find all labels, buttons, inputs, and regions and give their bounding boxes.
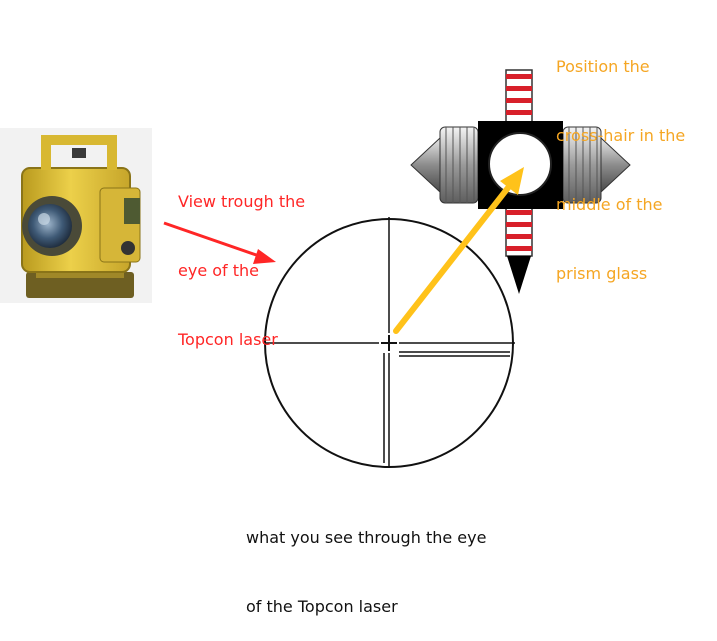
- caption-line: what you see through the eye: [246, 526, 486, 549]
- view-label-line: View trough the: [178, 190, 305, 213]
- caption-line: of the Topcon laser: [246, 595, 486, 618]
- total-station-icon: [0, 128, 152, 303]
- position-label-line: cross-hair in the: [556, 124, 685, 147]
- position-crosshair-label: Position the cross-hair in the middle of…: [556, 9, 685, 308]
- view-label-line: eye of the: [178, 259, 305, 282]
- position-label-line: Position the: [556, 55, 685, 78]
- position-label-line: prism glass: [556, 262, 685, 285]
- position-label-line: middle of the: [556, 193, 685, 216]
- view-through-eye-label: View trough the eye of the Topcon laser: [178, 144, 305, 374]
- view-label-line: Topcon laser: [178, 328, 305, 351]
- reticle-caption: what you see through the eye of the Topc…: [246, 480, 486, 641]
